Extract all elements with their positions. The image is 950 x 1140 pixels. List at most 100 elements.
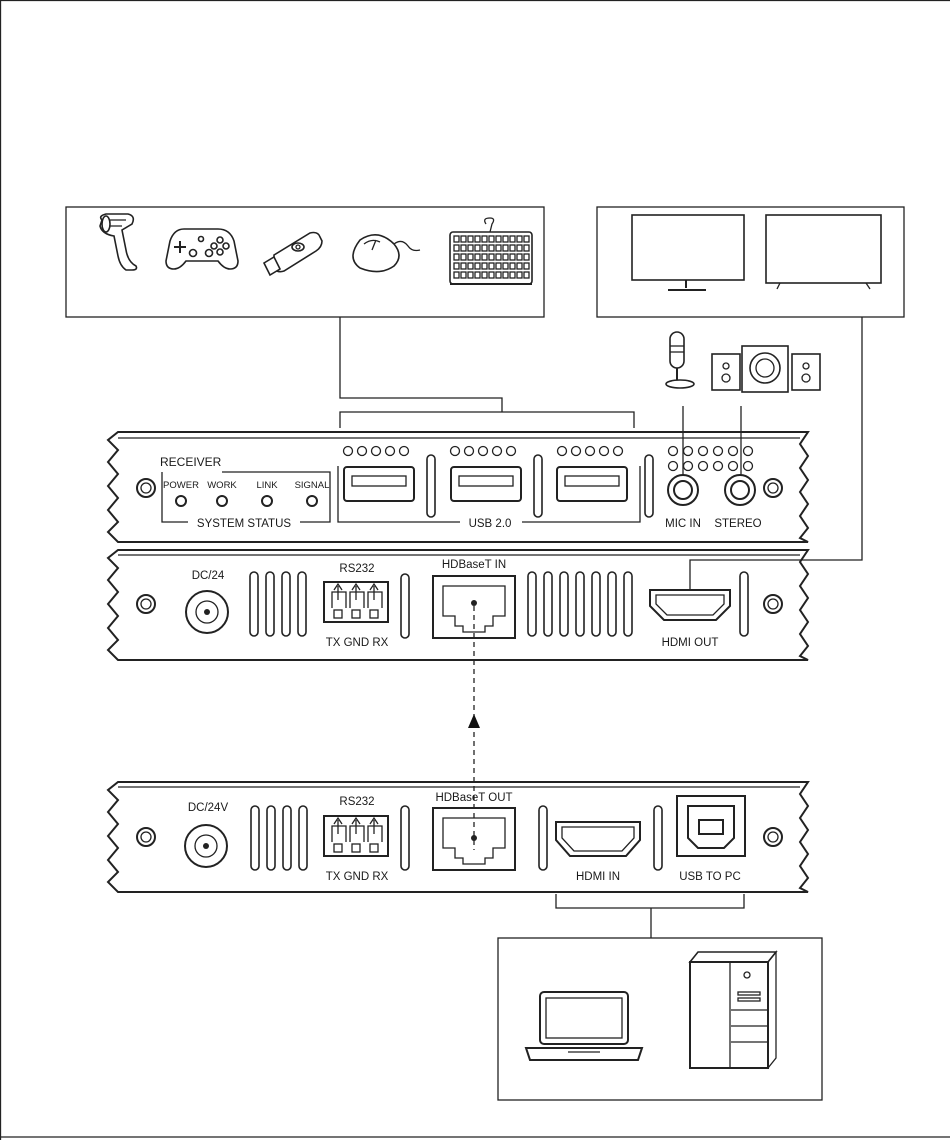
displays-box	[597, 207, 904, 317]
vent-slot	[534, 455, 542, 517]
vent-slot	[250, 572, 258, 636]
vent-hole	[344, 447, 353, 456]
vent-slot	[539, 806, 547, 870]
hdbaset-in-label: HDBaseT IN	[442, 559, 506, 571]
usb-2-label: USB 2.0	[469, 518, 512, 530]
mic-in-label: MIC IN	[665, 518, 701, 530]
vent-slot	[251, 806, 259, 870]
arrow-up-icon	[468, 714, 480, 728]
tx-rs232-pins-label: TX GND RX	[326, 871, 389, 883]
vent-slot	[298, 572, 306, 636]
mic-in-jack	[668, 475, 698, 505]
hdbaset-cable-link	[468, 606, 480, 850]
hdmi-out-port	[650, 590, 730, 620]
microphone-icon	[666, 332, 694, 388]
vent-hole	[372, 447, 381, 456]
vent-hole	[699, 462, 708, 471]
vent-hole	[386, 447, 395, 456]
monitor-icon	[632, 215, 744, 290]
vent-slot	[299, 806, 307, 870]
desktop-pc-icon	[690, 952, 776, 1068]
vent-slot	[283, 806, 291, 870]
hdmi-in-label: HDMI IN	[576, 871, 620, 883]
hdmi-in-port	[556, 822, 640, 856]
dc-power-label: DC/24	[192, 570, 225, 582]
tx-rs232-terminal	[324, 816, 388, 856]
tx-dc-power-label: DC/24V	[188, 802, 229, 814]
hdbaset-out-label: HDBaseT OUT	[435, 792, 512, 804]
hdmi-out-label: HDMI OUT	[662, 637, 719, 649]
vent-hole	[744, 447, 753, 456]
mount-screw	[764, 828, 782, 846]
vent-hole	[558, 447, 567, 456]
laptop-icon	[526, 992, 642, 1060]
vent-hole	[714, 447, 723, 456]
sources-connector-lines	[556, 894, 744, 938]
usb-a-port	[344, 467, 414, 501]
system-status-label: SYSTEM STATUS	[197, 518, 291, 530]
vent-hole	[600, 447, 609, 456]
vent-hole	[684, 462, 693, 471]
status-led	[176, 496, 186, 506]
usb-a-port	[557, 467, 627, 501]
vent-slot	[266, 572, 274, 636]
status-led	[217, 496, 227, 506]
vent-slot	[544, 572, 552, 636]
status-led	[307, 496, 317, 506]
status-led-label: WORK	[207, 480, 237, 491]
mouse-icon	[353, 235, 420, 272]
vent-hole	[400, 447, 409, 456]
speakers-icon	[712, 346, 820, 392]
vent-slot	[645, 455, 653, 517]
vent-hole	[714, 462, 723, 471]
rs232-pins-label: TX GND RX	[326, 637, 389, 649]
usb-to-pc-label: USB TO PC	[679, 871, 741, 883]
gamepad-icon	[166, 229, 238, 269]
stereo-label: STEREO	[714, 518, 761, 530]
receiver-label: RECEIVER	[160, 455, 222, 469]
vent-slot	[401, 574, 409, 638]
vent-hole	[572, 447, 581, 456]
vent-slot	[608, 572, 616, 636]
vent-slot	[267, 806, 275, 870]
tv-icon	[766, 215, 881, 289]
vent-slot	[624, 572, 632, 636]
vent-slot	[528, 572, 536, 636]
tx-rs232-label: RS232	[339, 796, 374, 808]
mount-screw	[764, 595, 782, 613]
vent-hole	[586, 447, 595, 456]
vent-hole	[358, 447, 367, 456]
vent-hole	[465, 447, 474, 456]
mount-screw	[764, 479, 782, 497]
status-led	[262, 496, 272, 506]
vent-hole	[669, 462, 678, 471]
vent-slot	[560, 572, 568, 636]
status-led-label: SIGNAL	[295, 480, 330, 491]
rs232-label: RS232	[339, 563, 374, 575]
vent-hole	[729, 462, 738, 471]
vent-hole	[507, 447, 516, 456]
status-led-label: LINK	[256, 480, 278, 491]
keyboard-icon	[450, 218, 532, 284]
vent-slot	[654, 806, 662, 870]
mount-screw	[137, 595, 155, 613]
vent-slot	[427, 455, 435, 517]
vent-hole	[493, 447, 502, 456]
receiver-rear-panel: DC/24 RS232 TX GND RX HDBaseT IN HDMI OU…	[108, 550, 808, 660]
vent-slot	[401, 806, 409, 870]
sources-box	[498, 938, 822, 1100]
vent-slot	[282, 572, 290, 636]
vent-hole	[699, 447, 708, 456]
stereo-jack	[725, 475, 755, 505]
vent-slot	[740, 572, 748, 636]
vent-hole	[614, 447, 623, 456]
usb-devices-connector-lines	[340, 317, 634, 428]
vent-hole	[744, 462, 753, 471]
dc-power-jack	[186, 591, 228, 633]
vent-hole	[729, 447, 738, 456]
transmitter-panel: DC/24V RS232 TX GND RX HDBaseT OUT HDMI …	[108, 782, 808, 892]
tx-dc-power-jack	[185, 825, 227, 867]
barcode-scanner-icon	[100, 214, 137, 270]
